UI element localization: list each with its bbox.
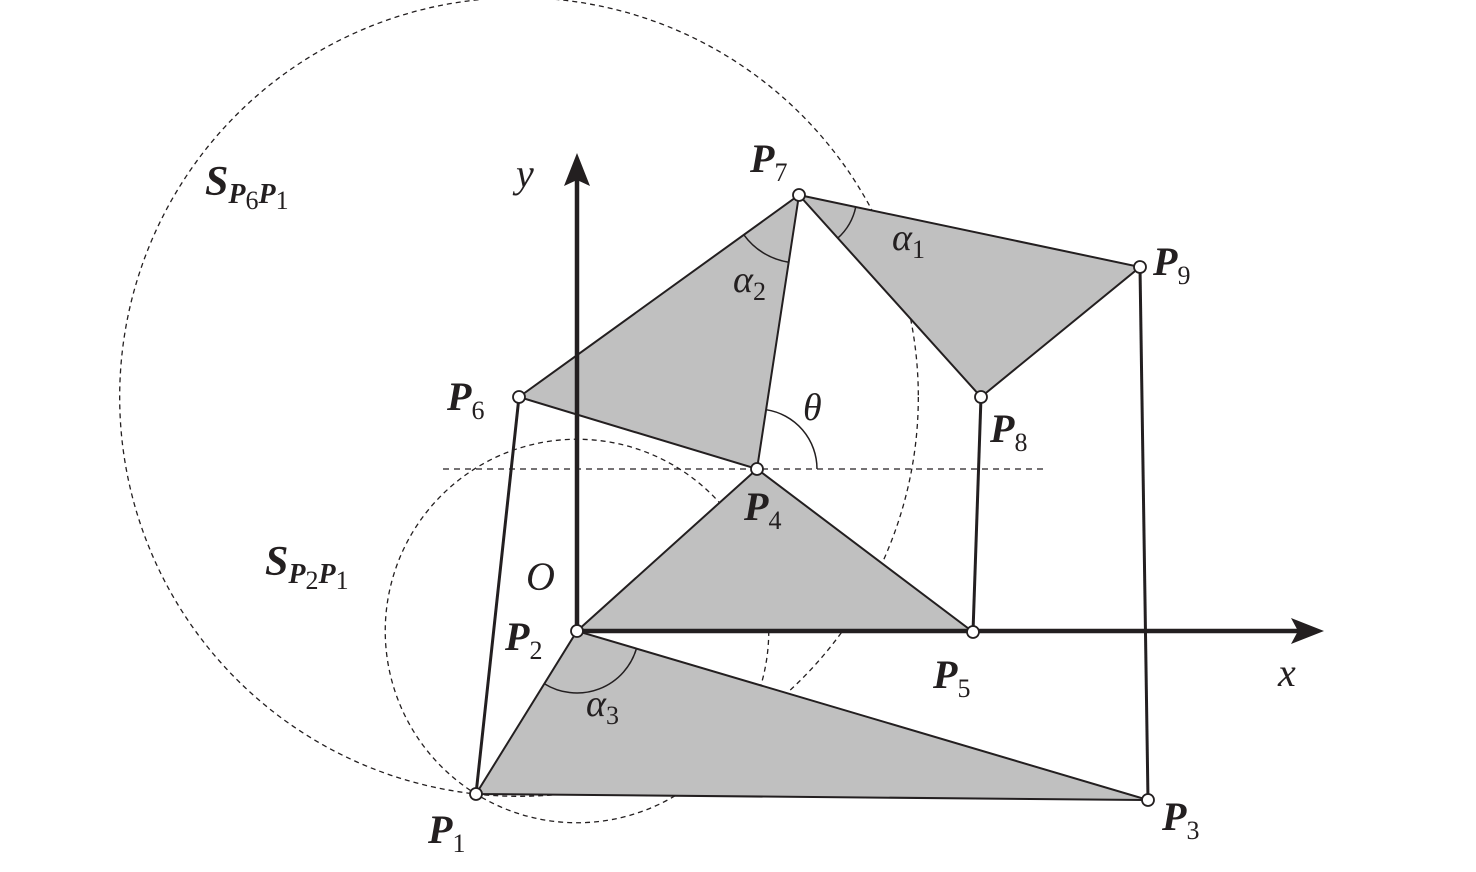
point-index: 5 (957, 674, 970, 703)
joint-p5 (966, 625, 980, 639)
point-letter: P (427, 807, 453, 852)
point-label-p9: P9 (1152, 239, 1190, 290)
point-letter: P (989, 406, 1015, 451)
joint-p2 (570, 624, 584, 638)
angle-arc-alpha3 (543, 648, 638, 694)
triangle-p7-p9-p8 (796, 193, 1143, 399)
x-axis-arrow (1291, 618, 1324, 644)
triangle-p2-p4-p5 (574, 467, 976, 634)
point-label-p5: P5 (932, 652, 970, 703)
point-index: 8 (1014, 428, 1027, 457)
point-label-p6: P6 (446, 374, 484, 425)
circle-s-p6p1 (119, 0, 919, 797)
joint-p9 (1133, 260, 1147, 274)
angle-arc-alpha1 (837, 206, 857, 239)
triangle-p6-p7-p4 (516, 192, 801, 471)
point-index: 9 (1177, 261, 1190, 290)
angle-arc-theta (765, 408, 818, 470)
joint-p7 (792, 188, 806, 202)
point-index: 3 (1186, 816, 1199, 845)
point-letter: P (743, 484, 769, 529)
joint-p6 (512, 390, 526, 404)
point-index: 6 (471, 396, 484, 425)
joint-p3 (1141, 793, 1155, 807)
link-p5-p8 (971, 396, 983, 633)
point-letter: P (932, 652, 958, 697)
circle-label-s-p6p1: SP6P1 (205, 159, 289, 215)
x-axis-label: x (1277, 650, 1296, 695)
point-label-p1: P1 (427, 807, 465, 858)
angle-label-alpha3: α3 (586, 683, 619, 730)
y-axis-label: y (512, 151, 534, 196)
point-index: 1 (452, 829, 465, 858)
y-axis-arrow (564, 153, 590, 186)
joint-p8 (974, 390, 988, 404)
circle-label-s-p2p1: SP2P1 (265, 539, 349, 595)
point-index: 7 (774, 158, 787, 187)
point-index: 4 (768, 506, 781, 535)
point-letter: P (749, 136, 775, 181)
angle-label-theta: θ (803, 387, 822, 429)
point-label-p7: P7 (749, 136, 787, 187)
point-letter: P (504, 614, 530, 659)
link-p3-p9 (1138, 266, 1150, 801)
angle-label-alpha1: α1 (892, 217, 925, 264)
origin-label: O (526, 554, 555, 599)
point-letter: P (1152, 239, 1178, 284)
point-index: 2 (529, 636, 542, 665)
point-label-p4: P4 (743, 484, 781, 535)
coordinate-axes (564, 153, 1324, 644)
point-label-p3: P3 (1161, 794, 1199, 845)
joint-p1 (469, 787, 483, 801)
joint-p4 (750, 462, 764, 476)
point-label-p2: P2 (504, 614, 542, 665)
triangle-p1-p2-p3 (474, 629, 1149, 801)
angle-arc-alpha2 (743, 234, 789, 263)
point-letter: P (1161, 794, 1187, 839)
point-letter: P (446, 374, 472, 419)
angle-label-alpha2: α2 (733, 259, 766, 306)
link-p1-p6 (474, 396, 521, 795)
point-label-p8: P8 (989, 406, 1027, 457)
